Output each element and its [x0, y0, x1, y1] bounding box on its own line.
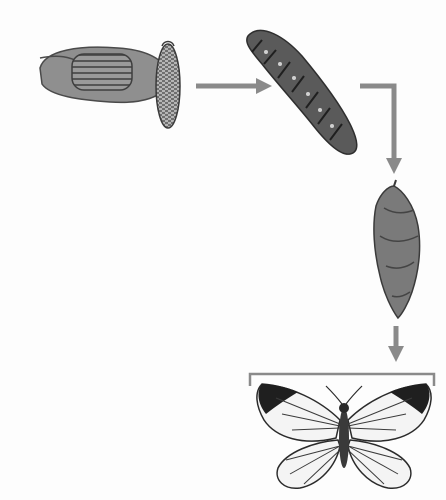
chrysalis-icon [374, 180, 420, 318]
butterfly-icon [250, 374, 434, 488]
arrow-right-icon [196, 78, 272, 94]
caterpillar-icon [247, 30, 357, 154]
arrow-elbow-down-icon [360, 86, 402, 174]
arrow-down-icon [388, 326, 404, 362]
egg-on-leaf-icon [40, 42, 180, 129]
